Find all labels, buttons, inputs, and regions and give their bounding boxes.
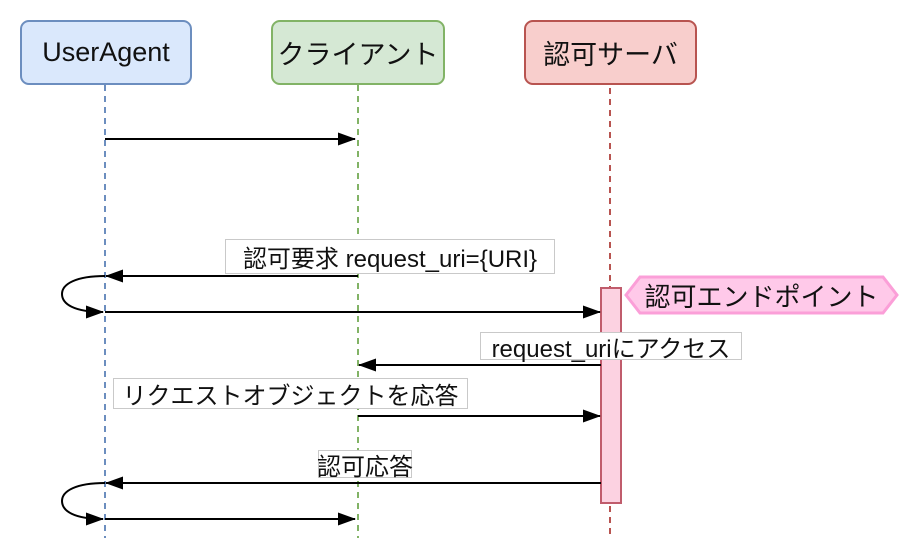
- actor-client: クライアント: [271, 20, 445, 85]
- label-request-object-response: リクエストオブジェクトを応答: [113, 378, 468, 410]
- actor-client-label: クライアント: [277, 40, 439, 70]
- label-request-uri-access: request_uriにアクセス: [480, 332, 742, 363]
- loopback-curve-bottom: [60, 482, 106, 526]
- label-auth-response: 認可応答: [317, 450, 413, 481]
- activation-bar: [600, 287, 622, 504]
- label-auth-request: 認可要求 request_uri={URI}: [225, 239, 555, 274]
- loopback-curve-top: [60, 275, 106, 319]
- actor-authserver: 認可サーバ: [524, 20, 697, 85]
- note-auth-endpoint-label: 認可エンドポイント: [644, 281, 879, 312]
- actor-useragent-label: UserAgent: [42, 37, 170, 67]
- note-shape: [624, 275, 899, 315]
- actor-useragent: UserAgent: [20, 20, 192, 85]
- actor-authserver-label: 認可サーバ: [543, 40, 678, 70]
